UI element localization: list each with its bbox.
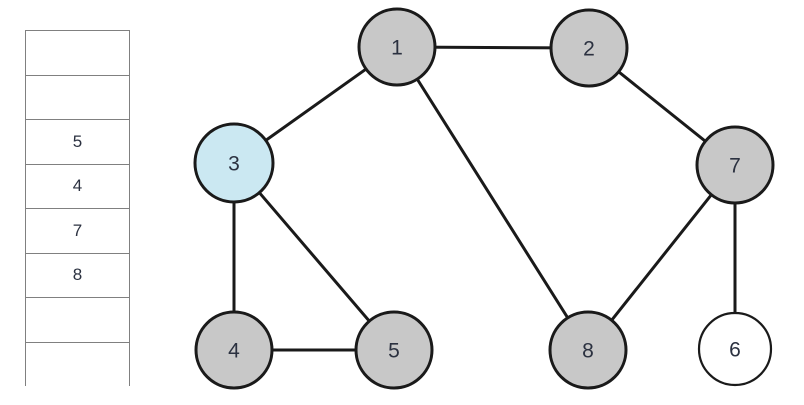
node-circle-4[interactable] xyxy=(194,310,274,390)
queue-cell-3[interactable]: 4 xyxy=(26,164,129,209)
node-circle-1[interactable] xyxy=(357,7,437,87)
graph-node-1[interactable]: 1 xyxy=(357,7,437,87)
node-circle-5[interactable] xyxy=(354,310,434,390)
queue-cell-1[interactable] xyxy=(26,75,129,120)
queue-cell-5[interactable]: 8 xyxy=(26,253,129,298)
edge-layer xyxy=(232,45,737,352)
queue-cell-0[interactable] xyxy=(26,31,129,76)
edge-3-5 xyxy=(232,161,396,352)
queue-cell-6[interactable] xyxy=(26,298,129,343)
graph-node-8[interactable]: 8 xyxy=(548,310,628,390)
node-circle-6[interactable] xyxy=(697,311,773,387)
node-circle-2[interactable] xyxy=(549,8,629,88)
graph-node-6[interactable]: 6 xyxy=(697,311,773,387)
node-circle-7[interactable] xyxy=(695,125,775,205)
graph-node-4[interactable]: 4 xyxy=(194,310,274,390)
edge-1-8 xyxy=(395,45,590,352)
node-circle-8[interactable] xyxy=(548,310,628,390)
node-circle-3[interactable] xyxy=(193,122,275,204)
graph-node-7[interactable]: 7 xyxy=(695,125,775,205)
queue-cell-2[interactable]: 5 xyxy=(26,120,129,165)
queue-cell-4[interactable]: 7 xyxy=(26,209,129,254)
queue-cell-7[interactable] xyxy=(26,342,129,387)
graph-node-3[interactable]: 3 xyxy=(193,122,275,204)
graph-node-2[interactable]: 2 xyxy=(549,8,629,88)
graph-node-5[interactable]: 5 xyxy=(354,310,434,390)
